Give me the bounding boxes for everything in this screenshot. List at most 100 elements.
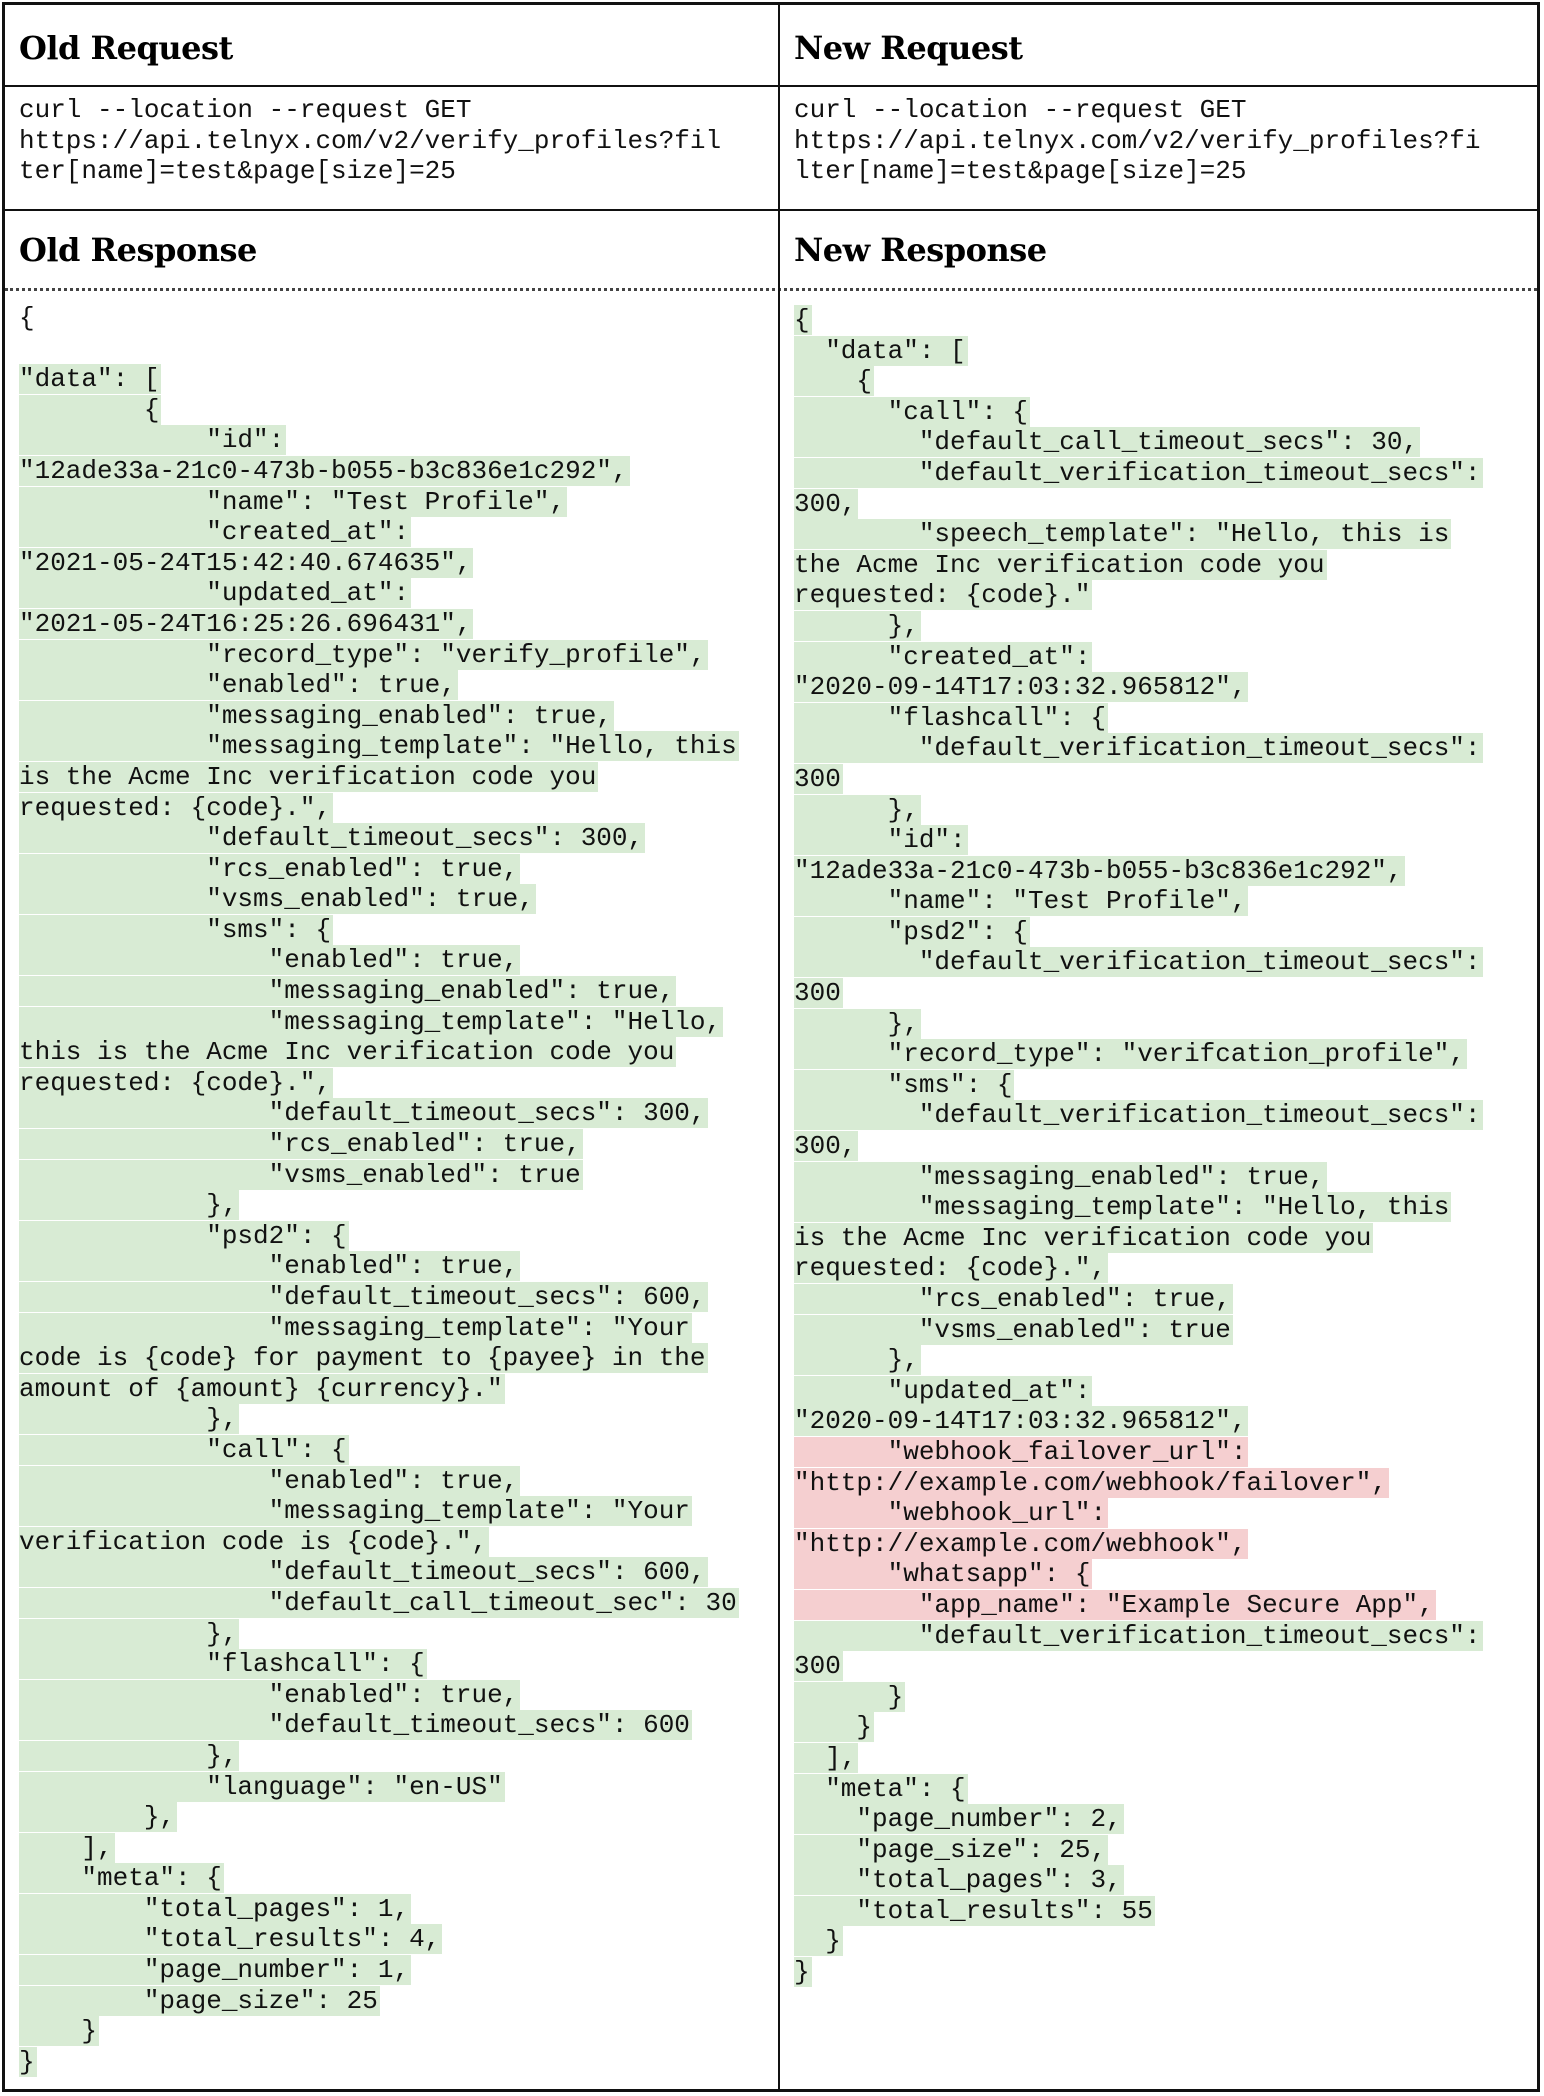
code-line-text: code is {code} for payment to {payee} in… (19, 1343, 708, 1374)
column-divider (778, 5, 780, 2089)
code-line: "2020-09-14T17:03:32.965812", (794, 1406, 1523, 1437)
code-line-text: "12ade33a-21c0-473b-b055-b3c836e1c292", (19, 455, 630, 486)
code-line-text: "messaging_template": "Hello, this (794, 1192, 1452, 1223)
code-line-text: "name": "Test Profile", (794, 886, 1249, 917)
code-line: 300 (794, 1651, 1523, 1682)
code-line: "default_timeout_secs": 600, (19, 1557, 764, 1588)
code-line-text: "id": (794, 825, 968, 856)
code-line: "name": "Test Profile", (19, 486, 764, 518)
code-line-text: }, (794, 610, 921, 641)
code-line: "page_size": 25 (19, 1985, 764, 2017)
code-line: "enabled": true, (19, 1679, 764, 1711)
code-line-text: "default_timeout_secs": 600, (19, 1282, 708, 1312)
code-line: the Acme Inc verification code you (794, 549, 1523, 581)
code-line: "default_verification_timeout_secs": (794, 457, 1523, 489)
code-line: "messaging_enabled": true, (19, 976, 764, 1007)
code-line-text: "vsms_enabled": true (19, 1159, 583, 1190)
code-line: "2021-05-24T16:25:26.696431", (19, 608, 764, 640)
code-line-text: "2020-09-14T17:03:32.965812", (794, 1406, 1249, 1437)
code-line: "12ade33a-21c0-473b-b055-b3c836e1c292", (19, 455, 764, 487)
code-line-text: 300 (794, 763, 843, 794)
code-line: "total_results": 4, (19, 1924, 764, 1955)
code-line: "webhook_url": (794, 1498, 1523, 1529)
code-line-text: "messaging_template": "Hello, this (19, 731, 739, 762)
code-line-text: 300, (794, 1131, 859, 1162)
code-line: "enabled": true, (19, 1465, 764, 1497)
code-line: { (19, 303, 764, 334)
code-line: https://api.telnyx.com/v2/verify_profile… (794, 125, 1481, 156)
code-line-text: requested: {code}.", (19, 792, 334, 823)
code-line: verification code is {code}.", (19, 1526, 764, 1558)
code-line-text: { (19, 303, 35, 333)
code-line-text: 300 (794, 1651, 843, 1682)
code-line-text: "default_call_timeout_sec": 30 (19, 1587, 739, 1618)
code-line-text: "data": [ (794, 335, 968, 366)
code-line: code is {code} for payment to {payee} in… (19, 1343, 764, 1374)
code-line-text: "vsms_enabled": true (794, 1314, 1233, 1345)
code-line: "vsms_enabled": true (19, 1159, 764, 1191)
code-line: "updated_at": (794, 1375, 1523, 1407)
code-line-text: { (794, 366, 875, 397)
code-line-text: "record_type": "verify_profile", (19, 639, 708, 670)
code-line: "12ade33a-21c0-473b-b055-b3c836e1c292", (794, 855, 1523, 887)
code-line: "sms": { (794, 1069, 1523, 1101)
code-line-text: "meta": { (19, 1863, 224, 1894)
code-line: https://api.telnyx.com/v2/verify_profile… (19, 125, 722, 156)
code-line-text: "id": (19, 425, 287, 456)
code-line-text: "default_verification_timeout_secs": (794, 947, 1483, 978)
divider (5, 209, 1537, 211)
code-line: }, (794, 610, 1523, 642)
code-line-text: "default_verification_timeout_secs": (794, 1100, 1483, 1131)
code-line-text: amount of {amount} {currency}." (19, 1373, 505, 1404)
code-line-text: 300, (794, 488, 859, 519)
code-line: lter[name]=test&page[size]=25 (794, 156, 1247, 187)
new-response-heading: New Response (794, 231, 1047, 269)
code-line-text: } (794, 1926, 843, 1957)
code-line: "app_name": "Example Secure App", (794, 1589, 1523, 1621)
code-line: curl --location --request GET (794, 95, 1247, 125)
code-line-text: "enabled": true, (19, 1251, 521, 1282)
code-line-text: "whatsapp": { (794, 1559, 1093, 1590)
code-line: "rcs_enabled": true, (794, 1284, 1523, 1315)
code-line-text: "rcs_enabled": true, (794, 1284, 1233, 1314)
code-line-text: "http://example.com/webhook/failover", (794, 1467, 1389, 1498)
code-line: "call": { (794, 396, 1523, 428)
code-line: "data": [ (794, 335, 1523, 367)
code-line: "messaging_template": "Your (19, 1496, 764, 1527)
code-line: }, (19, 1618, 764, 1650)
code-line: requested: {code}.", (19, 792, 764, 824)
code-line-text: "speech_template": "Hello, this is (794, 519, 1452, 550)
code-line: requested: {code}.", (19, 1067, 764, 1099)
code-line: 300 (794, 763, 1523, 795)
code-line-text: "created_at": (19, 517, 412, 548)
code-line: "name": "Test Profile", (794, 886, 1523, 917)
code-line: }, (19, 1802, 764, 1833)
code-line: }, (19, 1404, 764, 1435)
code-line: "default_timeout_secs": 300, (19, 1098, 764, 1129)
code-line: is the Acme Inc verification code you (794, 1222, 1523, 1254)
code-line: "default_verification_timeout_secs": (794, 733, 1523, 764)
code-line: "messaging_template": "Your (19, 1312, 764, 1344)
code-line: "sms": { (19, 914, 764, 946)
code-line-text: "updated_at": (794, 1375, 1093, 1406)
code-line-text: "psd2": { (19, 1220, 349, 1251)
code-line: "created_at": (19, 517, 764, 548)
code-line-text: "page_size": 25 (19, 1985, 380, 2016)
code-line-text: "http://example.com/webhook", (794, 1528, 1249, 1559)
new-response-cell: { "data": [ { "call": { "default_call_ti… (780, 305, 1537, 1988)
code-line-text: }, (19, 1404, 240, 1435)
code-line: } (19, 2016, 764, 2047)
code-line: "psd2": { (19, 1220, 764, 1252)
code-line: "default_timeout_secs": 600 (19, 1710, 764, 1741)
code-line-text: "default_timeout_secs": 300, (19, 823, 646, 854)
code-line: this is the Acme Inc verification code y… (19, 1037, 764, 1068)
code-line-text: }, (794, 1008, 921, 1039)
old-request-heading: Old Request (19, 29, 233, 67)
code-line-text: "vsms_enabled": true, (19, 884, 536, 915)
old-response-heading: Old Response (19, 231, 257, 269)
code-line: "record_type": "verify_profile", (19, 639, 764, 671)
code-line-text: "default_verification_timeout_secs": (794, 733, 1483, 764)
code-line: "record_type": "verifcation_profile", (794, 1039, 1523, 1070)
code-line-text: is the Acme Inc verification code you (19, 761, 599, 792)
